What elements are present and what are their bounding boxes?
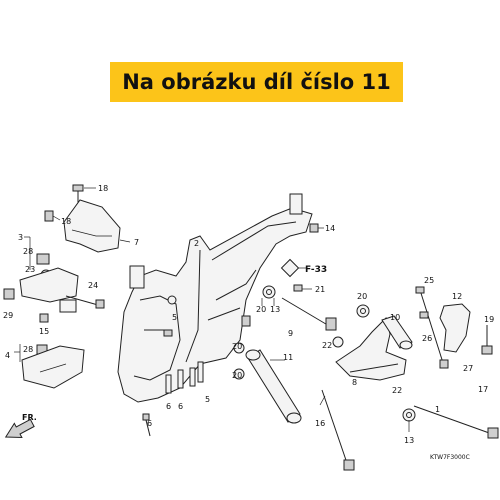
long-bolt-9 (281, 297, 344, 348)
callout-22-a: 22 (322, 341, 332, 350)
callout-24: 24 (88, 281, 98, 290)
callout-25: 25 (424, 276, 434, 285)
callout-26: 26 (422, 334, 432, 343)
bracket-8 (335, 317, 407, 381)
callout-19: 19 (484, 315, 494, 324)
callout-18-top: 18 (98, 184, 108, 193)
callout-14: 14 (325, 224, 335, 233)
main-frame-2 (117, 193, 313, 403)
callout-16: 16 (315, 419, 325, 428)
callout-28-b: 28 (23, 345, 33, 354)
callout-29: 29 (3, 311, 13, 320)
callout-5-b: 5 (205, 395, 210, 404)
callout-4: 4 (5, 351, 10, 360)
shaft-1-17 (413, 405, 499, 439)
callout-3: 3 (18, 233, 23, 242)
nut-21 (293, 284, 312, 292)
callout-23: 23 (25, 265, 35, 274)
bolt-25-26 (415, 286, 449, 369)
bolt-19 (481, 325, 493, 355)
callout-20-a: 20 (256, 305, 266, 314)
callout-8: 8 (352, 378, 357, 387)
callout-21: 21 (315, 285, 325, 294)
bolt-18-top (72, 184, 96, 204)
callout-11: 11 (283, 353, 293, 362)
pipe-11 (245, 349, 302, 424)
callout-9: 9 (288, 329, 293, 338)
callout-1: 1 (435, 405, 440, 414)
callout-6-c: 6 (178, 402, 183, 411)
callout-13-b: 13 (404, 436, 414, 445)
callout-7: 7 (134, 238, 139, 247)
collars-20-lower (167, 295, 245, 380)
reference-f33: F-33 (280, 258, 327, 278)
bolt-16 (319, 389, 355, 471)
collar-20-right (356, 304, 370, 318)
bracket-12 (439, 303, 471, 353)
callout-17: 17 (478, 385, 488, 394)
frame-bolt-5 (163, 329, 173, 337)
callout-20-d: 20 (232, 371, 242, 380)
studs-5-6 (142, 361, 204, 437)
reference-f33-label: F-33 (305, 265, 327, 275)
callout-13-a: 13 (270, 305, 280, 314)
collar-22-13 (402, 408, 416, 432)
pipe-10 (381, 315, 413, 350)
clip-18 (44, 210, 61, 222)
diagram-code: KTW7F3000C (430, 454, 470, 461)
callout-18-clip: 18 (61, 217, 71, 226)
banner-text: Na obrázku díl číslo 11 (122, 70, 391, 94)
callout-5-a: 5 (172, 313, 177, 322)
front-label: FR. (22, 413, 37, 422)
callout-labels: 18 7 18 3 28 23 24 29 15 4 28 2 14 21 13… (3, 184, 494, 445)
callout-22-b: 22 (392, 386, 402, 395)
collar-20-13 (261, 285, 276, 306)
callout-6-a: 6 (147, 419, 152, 428)
callout-6-b: 6 (166, 402, 171, 411)
callout-20-b: 20 (357, 292, 367, 301)
cover-7 (63, 199, 131, 253)
callout-28-a: 28 (23, 247, 33, 256)
bolt-14 (309, 223, 324, 233)
callout-12: 12 (452, 292, 462, 301)
callout-2: 2 (194, 239, 199, 248)
callout-27: 27 (463, 364, 473, 373)
callout-10: 10 (390, 313, 400, 322)
callout-20-c: 20 (232, 342, 242, 351)
callout-15: 15 (39, 327, 49, 336)
bracket-4 (14, 344, 85, 389)
front-arrow-icon: FR. (4, 413, 37, 439)
bracket-3 (3, 236, 105, 323)
title-banner: Na obrázku díl číslo 11 (110, 62, 403, 102)
